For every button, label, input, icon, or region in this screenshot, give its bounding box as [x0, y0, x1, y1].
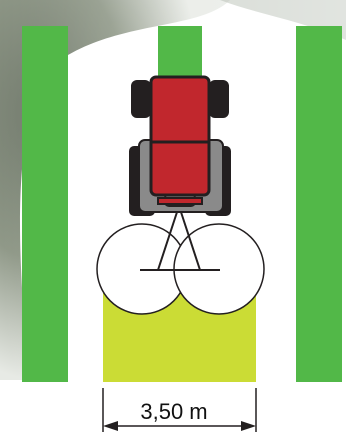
crop-row-left [22, 26, 68, 382]
crop-row-center [158, 26, 202, 76]
width-label: 3,50 m [128, 400, 220, 424]
crop-row-right [296, 26, 342, 382]
tractor-top-view-icon [129, 77, 231, 216]
